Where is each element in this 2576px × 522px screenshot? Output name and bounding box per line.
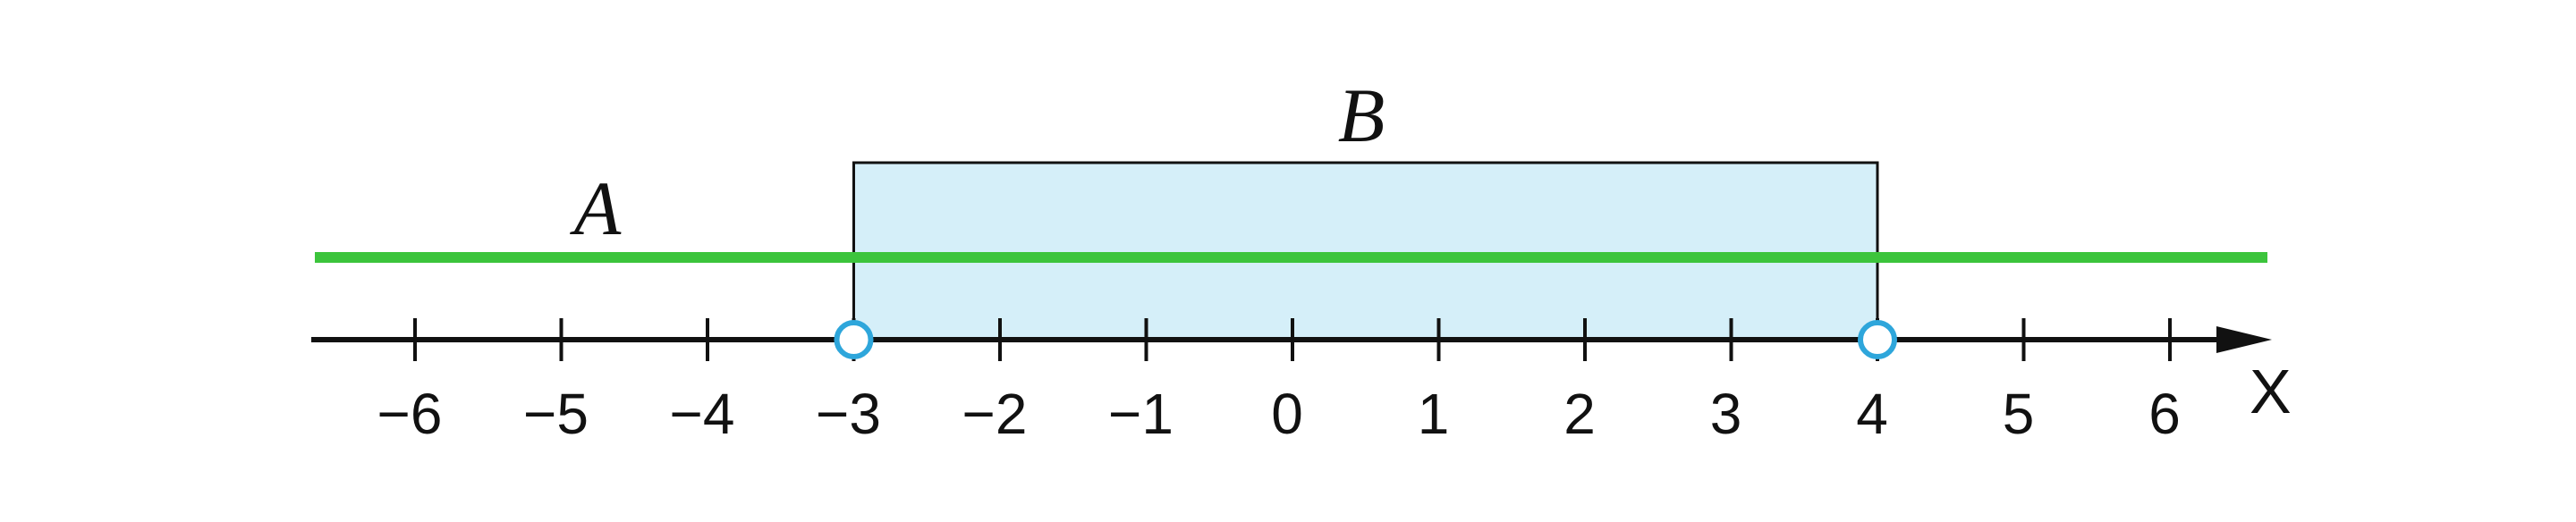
x-axis-tick-label: 5 <box>2003 382 2035 446</box>
set-b-left-open-endpoint <box>834 320 874 359</box>
x-axis-label: X <box>2250 357 2292 426</box>
set-b-right-open-endpoint <box>1858 320 1897 359</box>
set-a-label: A <box>570 165 622 251</box>
x-axis-ticks: −6 −5 −4 −3 −2 −1 0 1 2 3 4 5 6 <box>377 318 2181 446</box>
x-axis-tick-label: −3 <box>816 382 881 446</box>
x-axis-tick-label: 6 <box>2148 382 2181 446</box>
x-axis-tick-label: −6 <box>377 382 443 446</box>
x-axis-tick-label: 0 <box>1271 382 1303 446</box>
x-axis-tick-label: 1 <box>1418 382 1450 446</box>
x-axis-tick-label: −5 <box>523 382 589 446</box>
x-axis-tick-label: −4 <box>670 382 735 446</box>
x-axis-tick-label: −1 <box>1108 382 1174 446</box>
x-axis-tick-label: −2 <box>962 382 1028 446</box>
set-b-interval-box <box>852 161 1879 341</box>
x-axis-tick-label: 4 <box>1856 382 1888 446</box>
x-axis-tick-label: 2 <box>1563 382 1596 446</box>
x-axis-tick-label: 3 <box>1710 382 1742 446</box>
set-b-label: B <box>1338 72 1385 158</box>
x-axis-arrowhead <box>2216 326 2272 353</box>
